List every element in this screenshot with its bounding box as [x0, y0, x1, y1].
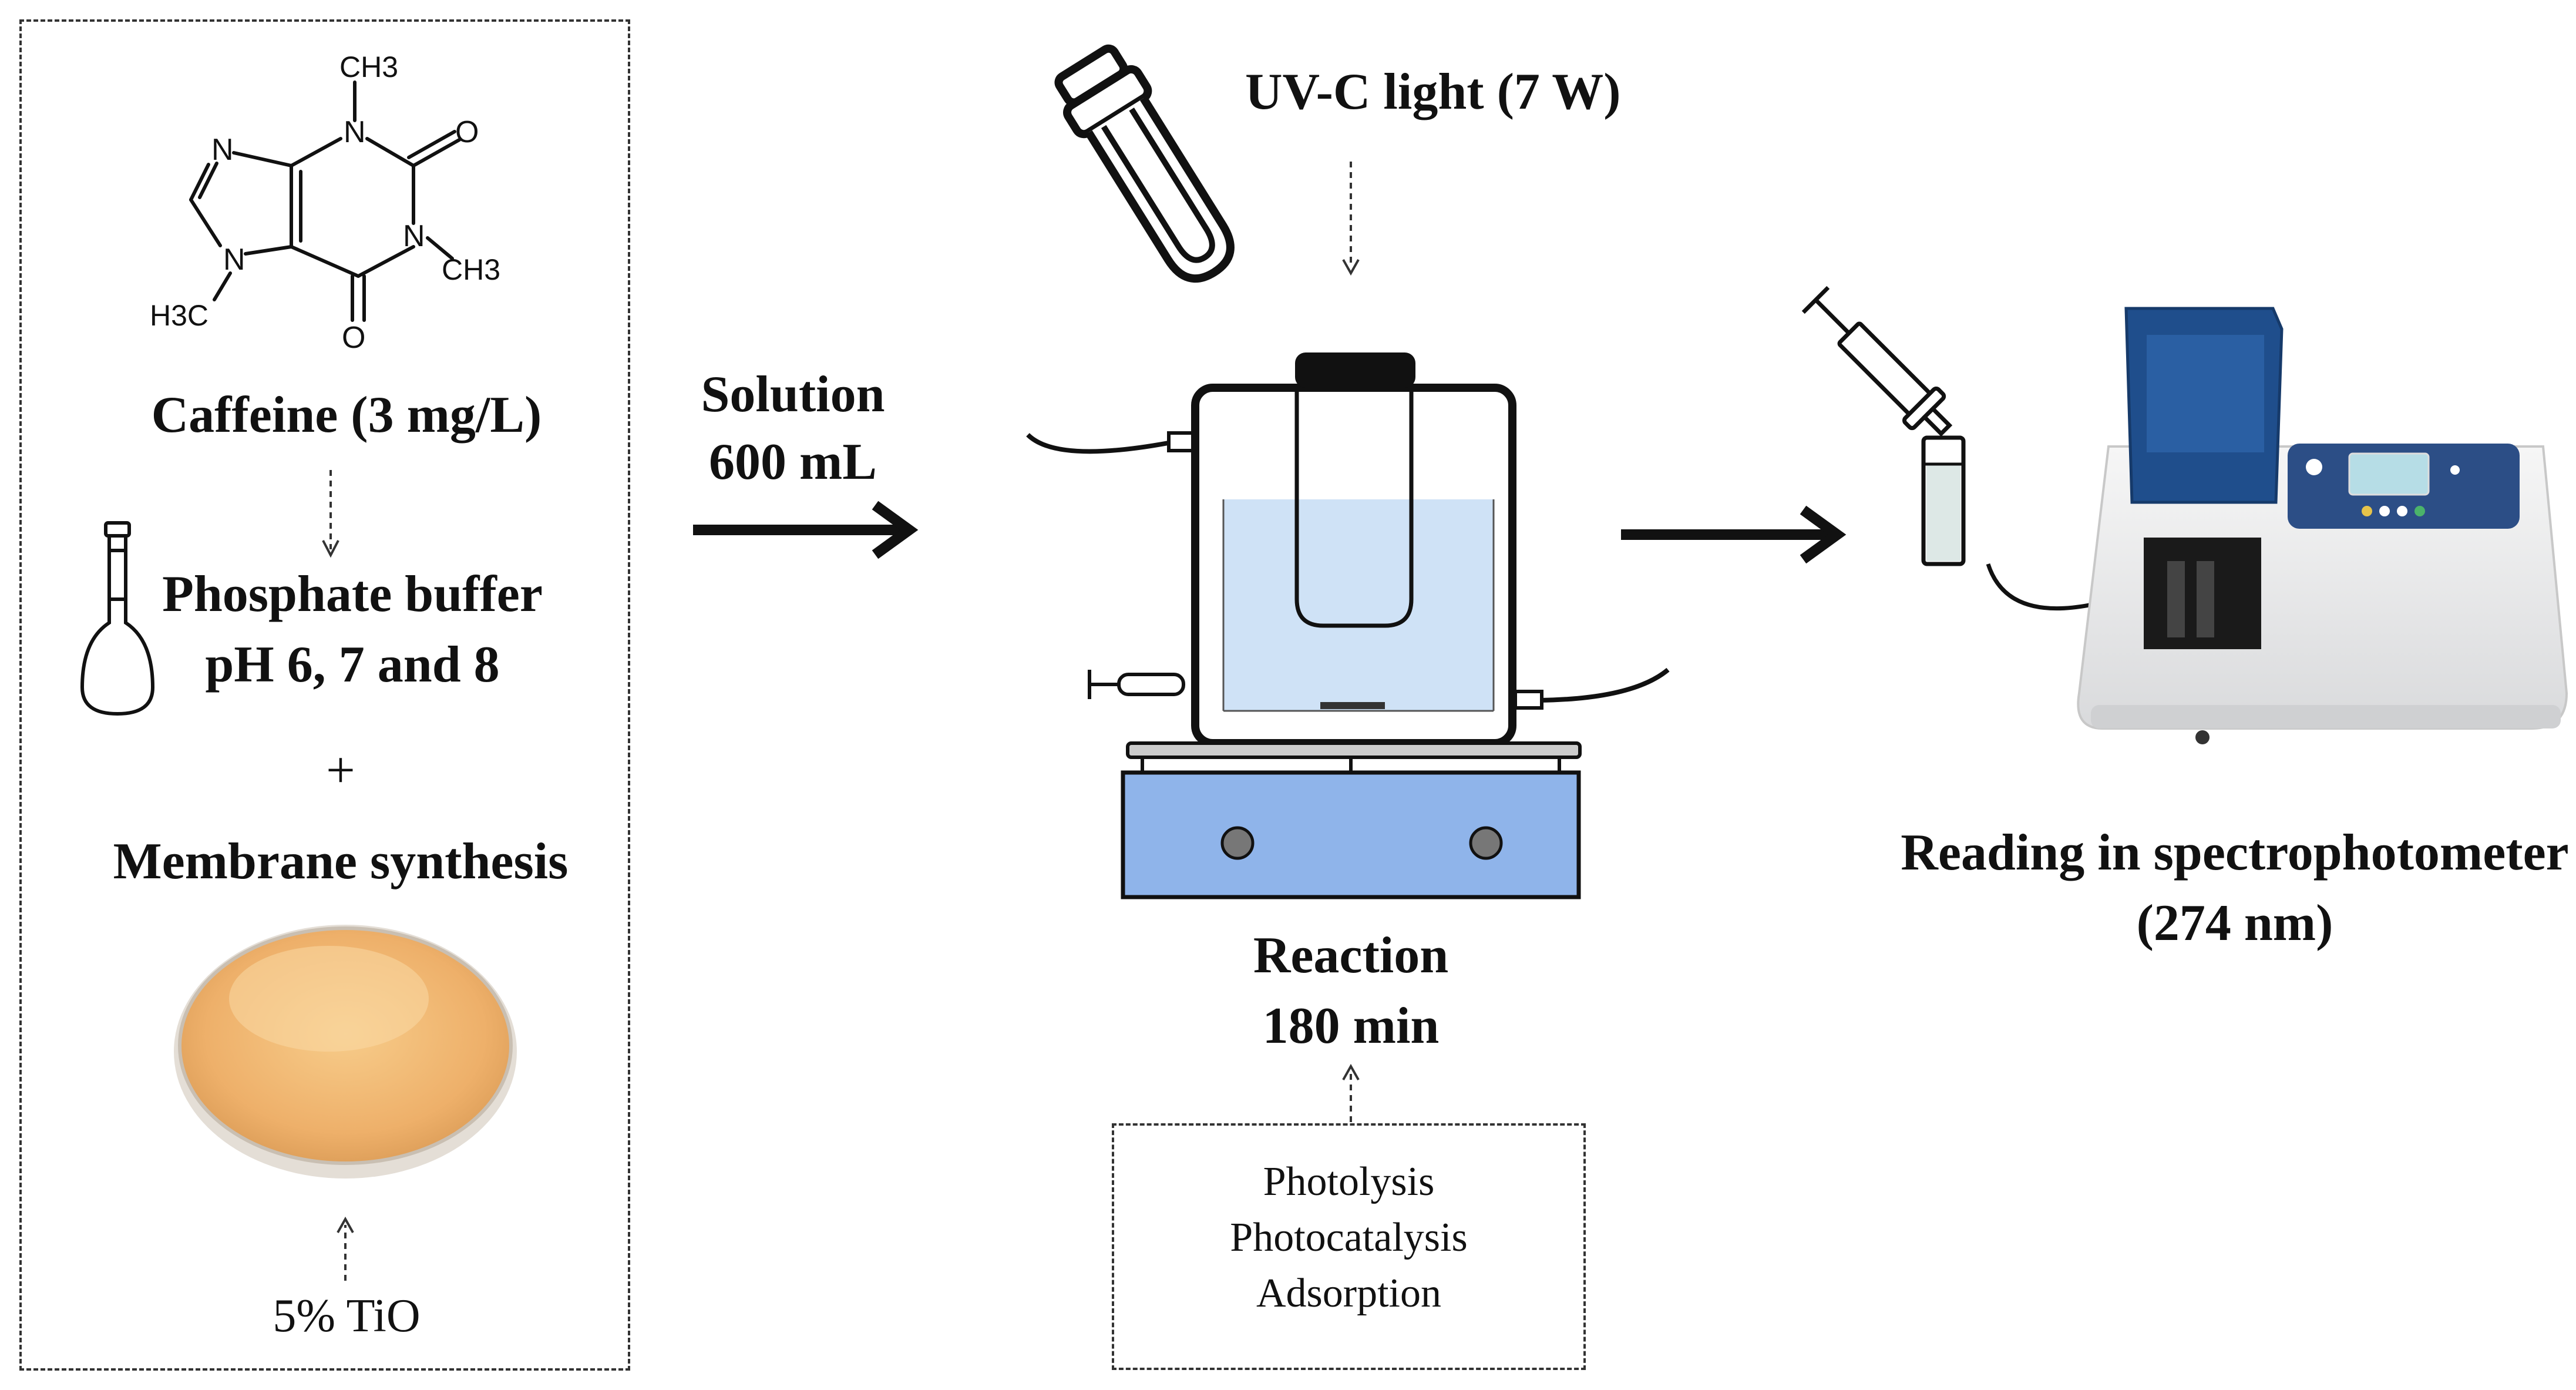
- left-panel-frame: [19, 19, 630, 1371]
- process-photolysis: Photolysis: [1263, 1159, 1435, 1204]
- process-photocatalysis: Photocatalysis: [1230, 1215, 1468, 1260]
- atom-n7: N: [223, 243, 246, 277]
- caffeine-label: Caffeine (3 mg/L): [151, 387, 542, 444]
- reading-line1: Reading in spectrophotometer: [1901, 824, 2569, 881]
- atom-o2: O: [455, 115, 479, 149]
- reaction-line1: Reaction: [1253, 927, 1449, 984]
- atom-o6: O: [342, 321, 366, 355]
- atom-n9: N: [211, 133, 234, 167]
- reading-line2: (274 nm): [2136, 895, 2333, 952]
- tio2-label: 5% TiO: [273, 1290, 421, 1342]
- atom-h3c-left: H3C: [150, 299, 209, 332]
- solution-line2: 600 mL: [709, 434, 877, 491]
- process-adsorption: Adsorption: [1256, 1271, 1441, 1316]
- atom-n3: N: [403, 219, 425, 253]
- atom-ch3-right: CH3: [442, 253, 501, 286]
- processes-box: [1112, 1123, 1586, 1370]
- solution-line1: Solution: [701, 366, 885, 423]
- reaction-line2: 180 min: [1262, 998, 1440, 1055]
- uv-label: UV-C light (7 W): [1245, 63, 1621, 120]
- buffer-line2: pH 6, 7 and 8: [205, 636, 500, 693]
- membrane-label: Membrane synthesis: [113, 833, 569, 890]
- liquid: [1223, 499, 1494, 711]
- buffer-line1: Phosphate buffer: [162, 566, 543, 623]
- plus-sign: +: [326, 742, 355, 799]
- atom-ch3-top: CH3: [339, 51, 399, 83]
- atom-n1: N: [344, 115, 366, 149]
